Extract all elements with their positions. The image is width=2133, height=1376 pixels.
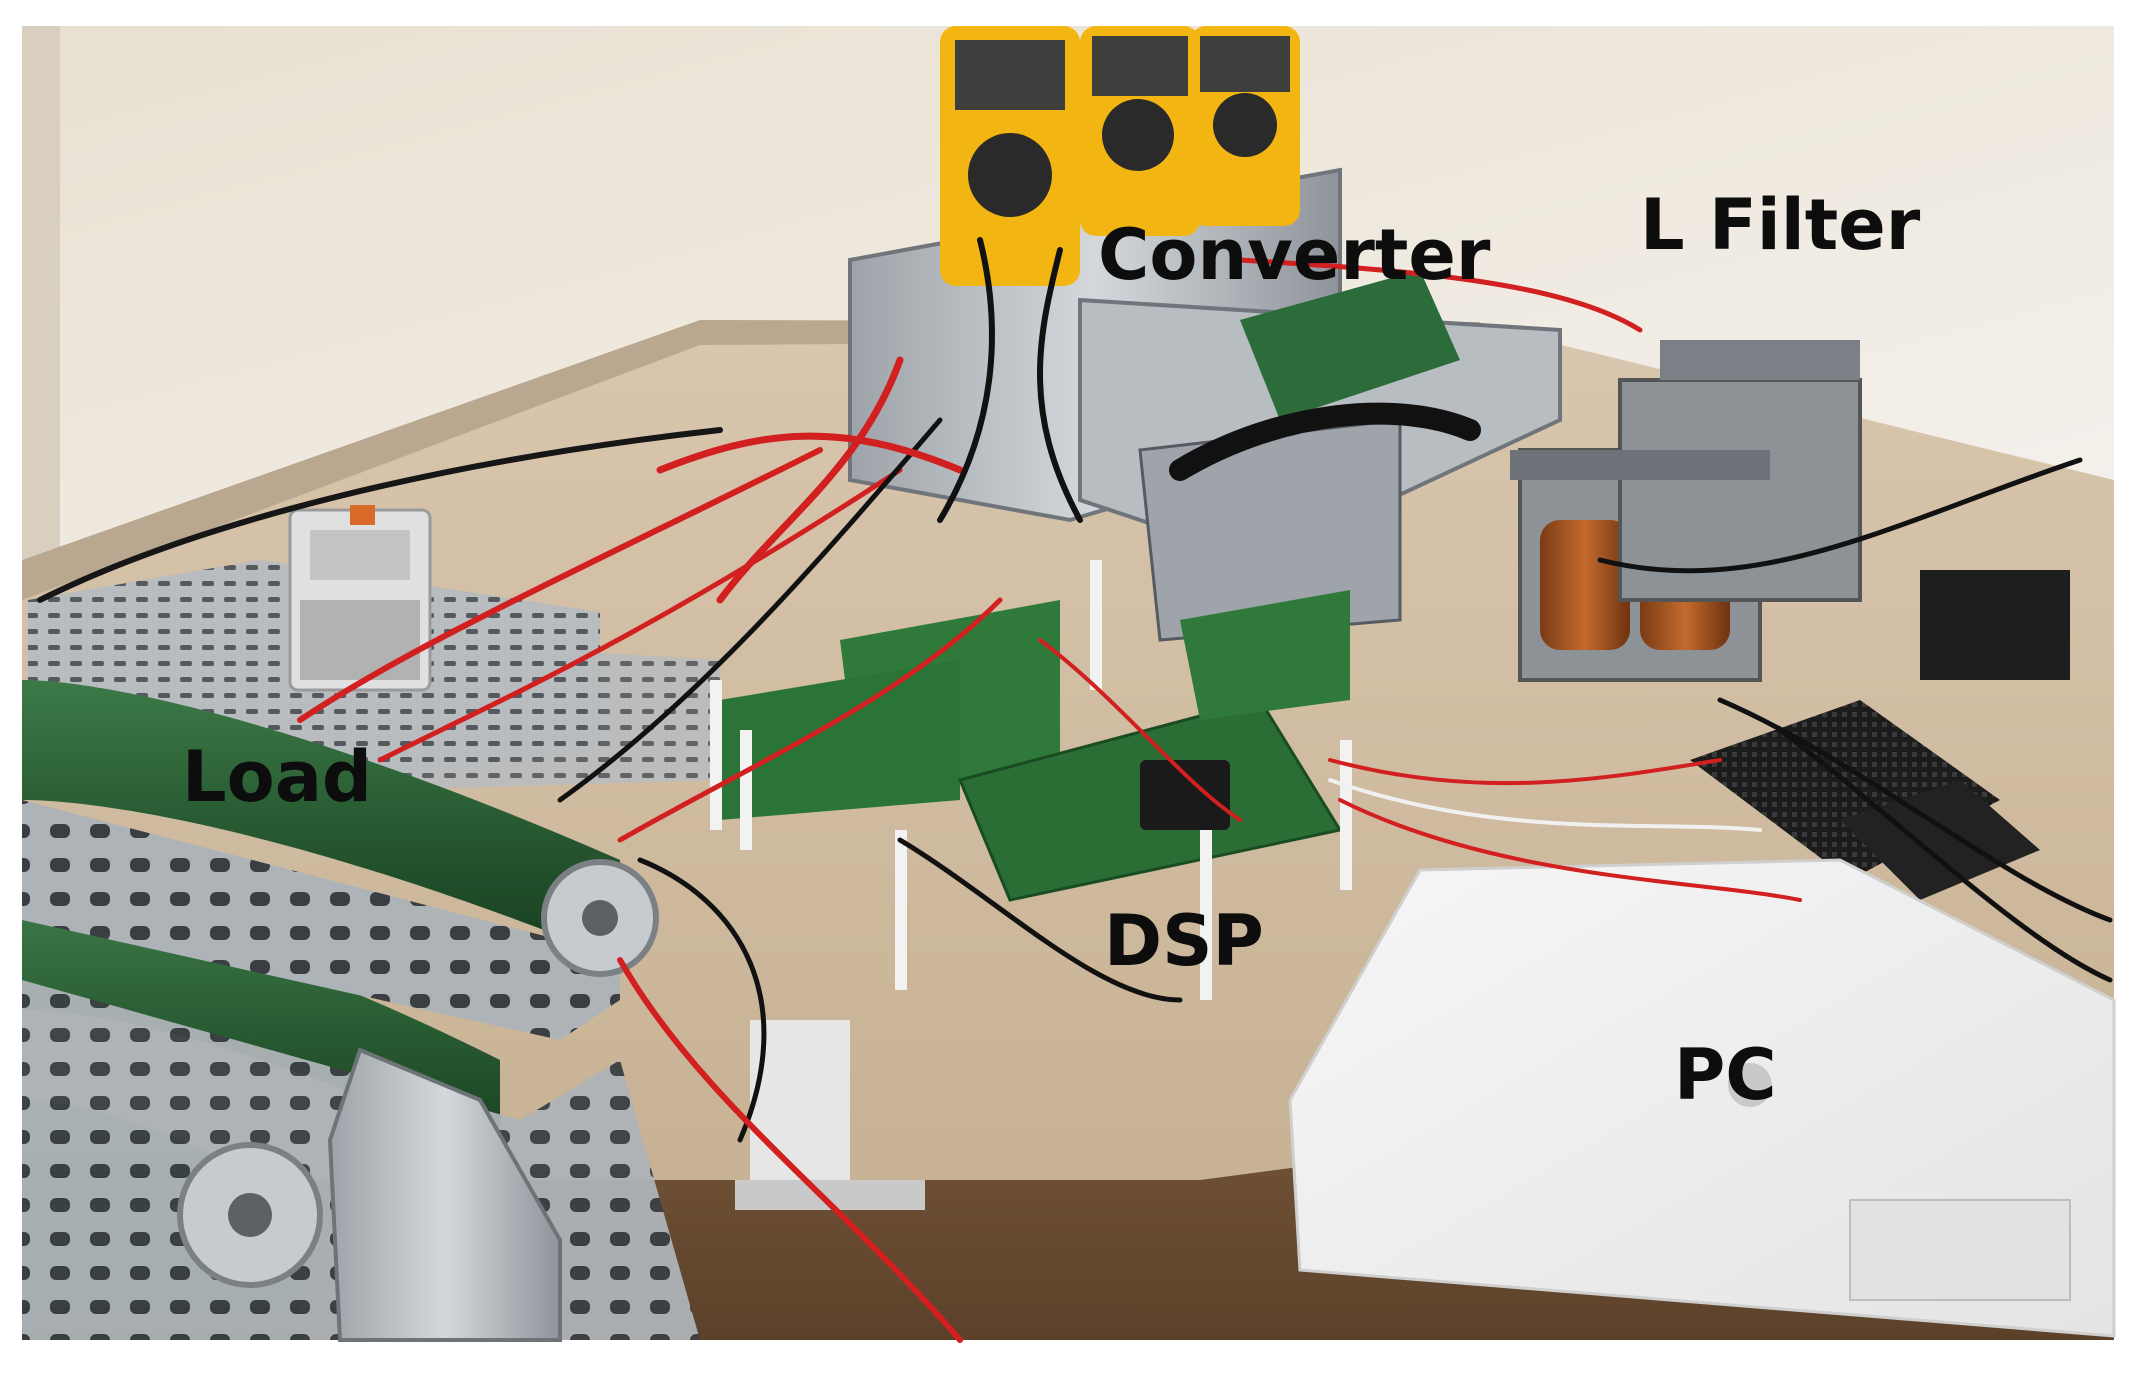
dsp-label: DSP — [1104, 900, 1264, 982]
converter-label: Converter — [1098, 214, 1491, 296]
pc-label: PC — [1674, 1034, 1777, 1116]
load-label: Load — [182, 736, 373, 818]
l-filter-label: L Filter — [1640, 184, 1921, 266]
